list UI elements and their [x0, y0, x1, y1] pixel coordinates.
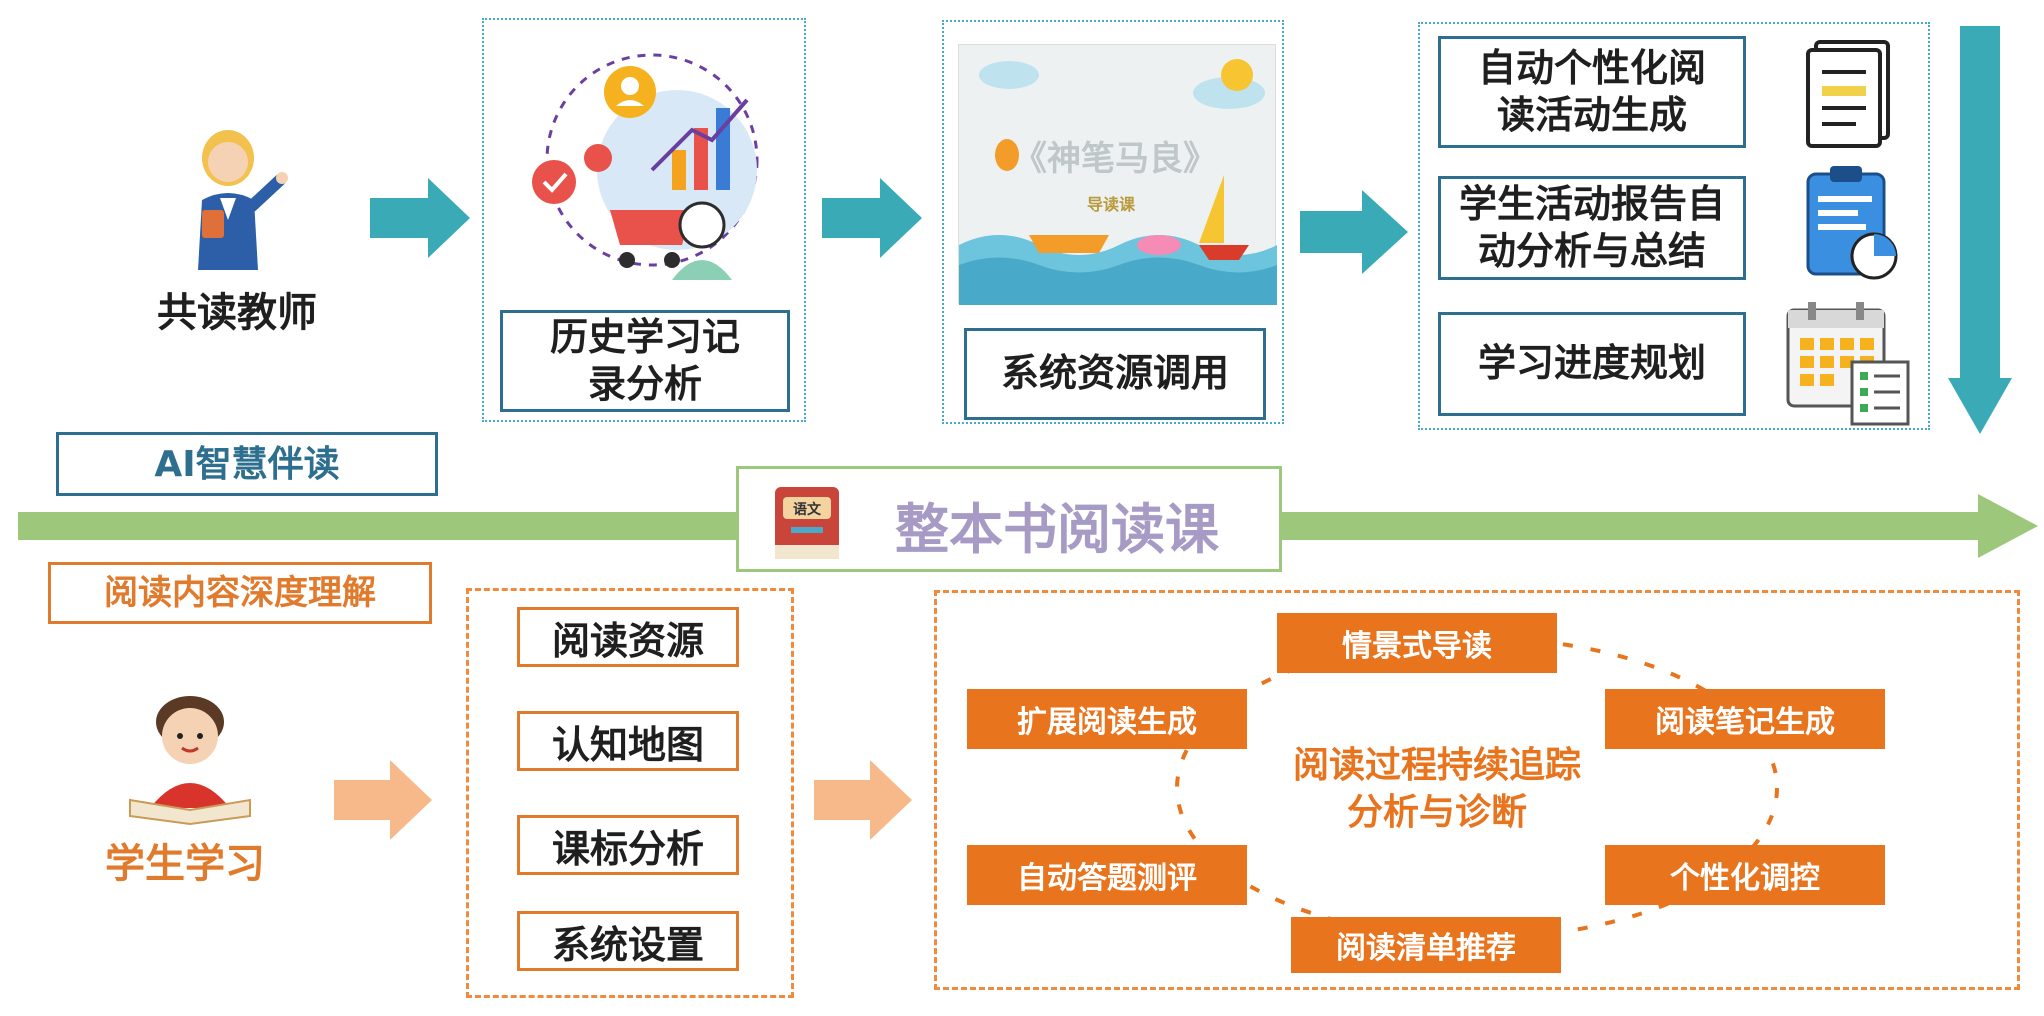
- outputs-panel: 自动个性化阅读活动生成 学生活动报告自动分析与总结 学习进度规划: [1418, 22, 1930, 430]
- cycle-panel: 阅读过程持续追踪分析与诊断 情景式导读 阅读笔记生成 个性化调控 阅读清单推荐 …: [934, 590, 2020, 990]
- resource-panel: 《神笔马良》 导读课 系统资源调用: [942, 20, 1284, 424]
- course-title-box: 语文 整本书阅读课: [736, 466, 1282, 572]
- student-item-4: 系统设置: [517, 911, 739, 971]
- flow-arrow-2: [822, 178, 922, 258]
- teacher-label: 共读教师: [157, 290, 317, 336]
- student-item-1: 阅读资源: [517, 607, 739, 667]
- down-arrow: [1948, 26, 2012, 434]
- flow-arrow-5: [814, 760, 912, 840]
- book-title: 《神笔马良》: [1013, 139, 1217, 179]
- cycle-node-5: 自动答题测评: [967, 845, 1247, 905]
- understanding-label: 阅读内容深度理解: [48, 562, 432, 624]
- output-label-2: 学生活动报告自动分析与总结: [1438, 176, 1746, 280]
- clipboard-chart-icon: [1804, 164, 1900, 284]
- cycle-node-2: 阅读笔记生成: [1605, 689, 1885, 749]
- book-subtitle: 导读课: [1087, 195, 1136, 214]
- book-icon: 语文: [771, 483, 843, 563]
- analytics-illustration-icon: [502, 40, 782, 290]
- cycle-node-4: 阅读清单推荐: [1291, 917, 1561, 973]
- calendar-checklist-icon: [1784, 300, 1910, 428]
- book-cover-image: 《神笔马良》 导读课: [958, 44, 1277, 305]
- cycle-node-1: 情景式导读: [1277, 613, 1557, 673]
- output-label-1: 自动个性化阅读活动生成: [1438, 36, 1746, 148]
- cycle-node-6: 扩展阅读生成: [967, 689, 1247, 749]
- flow-arrow-3: [1300, 190, 1408, 274]
- flow-arrow-4: [334, 760, 432, 840]
- student-avatar: [120, 688, 260, 826]
- flow-arrow-1: [370, 178, 470, 258]
- teacher-avatar: [180, 120, 300, 270]
- cycle-node-3: 个性化调控: [1605, 845, 1885, 905]
- resource-label: 系统资源调用: [964, 328, 1266, 420]
- student-items-panel: 阅读资源 认知地图 课标分析 系统设置: [466, 588, 794, 998]
- student-item-2: 认知地图: [517, 711, 739, 771]
- history-panel: 历史学习记录分析: [482, 18, 806, 422]
- student-label: 学生学习: [70, 828, 300, 900]
- ai-label: AI智慧伴读: [56, 432, 438, 496]
- document-stack-icon: [1802, 38, 1902, 148]
- output-label-3: 学习进度规划: [1438, 312, 1746, 416]
- student-item-3: 课标分析: [517, 815, 739, 875]
- cycle-center-text: 阅读过程持续追踪分析与诊断: [1292, 745, 1581, 833]
- book-badge-text: 语文: [793, 502, 821, 518]
- history-label: 历史学习记录分析: [500, 310, 790, 412]
- cycle-connector: [1157, 623, 1797, 953]
- course-title: 整本书阅读课: [895, 498, 1219, 561]
